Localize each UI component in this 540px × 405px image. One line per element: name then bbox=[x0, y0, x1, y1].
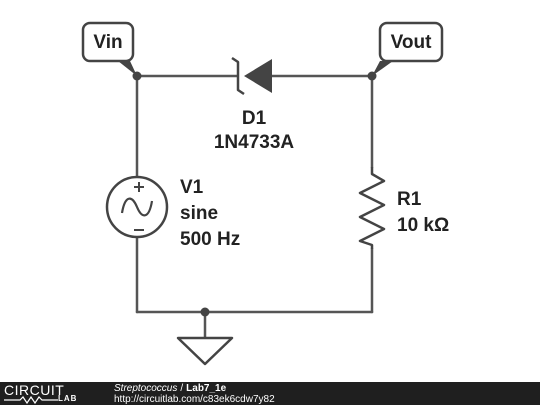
wires bbox=[135, 74, 374, 340]
sine-source-v1[interactable] bbox=[105, 175, 169, 239]
vout-label-text: Vout bbox=[391, 32, 432, 53]
node-label-vin[interactable]: Vin bbox=[81, 21, 137, 76]
vin-label-box bbox=[81, 21, 135, 63]
circuit-schematic: Vin Vout D1 1N4733A V1 sine 500 Hz R1 10… bbox=[81, 21, 449, 366]
vin-label-pointer bbox=[118, 61, 137, 76]
ground-symbol[interactable] bbox=[176, 336, 234, 366]
vout-label-box bbox=[378, 21, 444, 63]
breadcrumb-separator: / bbox=[180, 383, 184, 394]
junction-dot-ground bbox=[200, 307, 210, 317]
source-type-label: sine bbox=[180, 203, 218, 224]
zener-diode-body bbox=[244, 59, 272, 93]
source-ref-label: V1 bbox=[180, 177, 204, 198]
circuit-meta: Streptococcus/Lab7_1e bbox=[114, 384, 226, 394]
author-link[interactable]: Streptococcus bbox=[114, 383, 178, 394]
vin-label-text: Vin bbox=[93, 32, 122, 53]
diode-part-label: 1N4733A bbox=[214, 132, 295, 153]
circuit-title[interactable]: Lab7_1e bbox=[186, 383, 227, 394]
resistor-r1[interactable] bbox=[358, 167, 386, 249]
logo-resistor-icon bbox=[4, 396, 58, 404]
node-label-vout[interactable]: Vout bbox=[372, 21, 444, 76]
footer-bar: CIRCUIT LAB Streptococcus/Lab7_1e http:/… bbox=[0, 382, 540, 405]
logo-word-lab: LAB bbox=[58, 394, 78, 403]
sine-wave-icon bbox=[120, 197, 154, 217]
zener-diode-d1[interactable] bbox=[231, 56, 272, 96]
circuit-url-link[interactable]: http://circuitlab.com/c83ek6cdw7y82 bbox=[114, 394, 275, 405]
diode-ref-label: D1 bbox=[242, 108, 267, 129]
logo-word-circuit: CIRCUIT bbox=[4, 382, 65, 398]
zener-diode-cathode-bar bbox=[231, 56, 245, 96]
vout-label-pointer bbox=[372, 61, 393, 76]
circuitlab-logo[interactable]: CIRCUIT LAB bbox=[4, 383, 96, 404]
source-freq-label: 500 Hz bbox=[180, 229, 240, 250]
resistor-value-label: 10 kΩ bbox=[397, 215, 449, 236]
resistor-ref-label: R1 bbox=[397, 189, 422, 210]
